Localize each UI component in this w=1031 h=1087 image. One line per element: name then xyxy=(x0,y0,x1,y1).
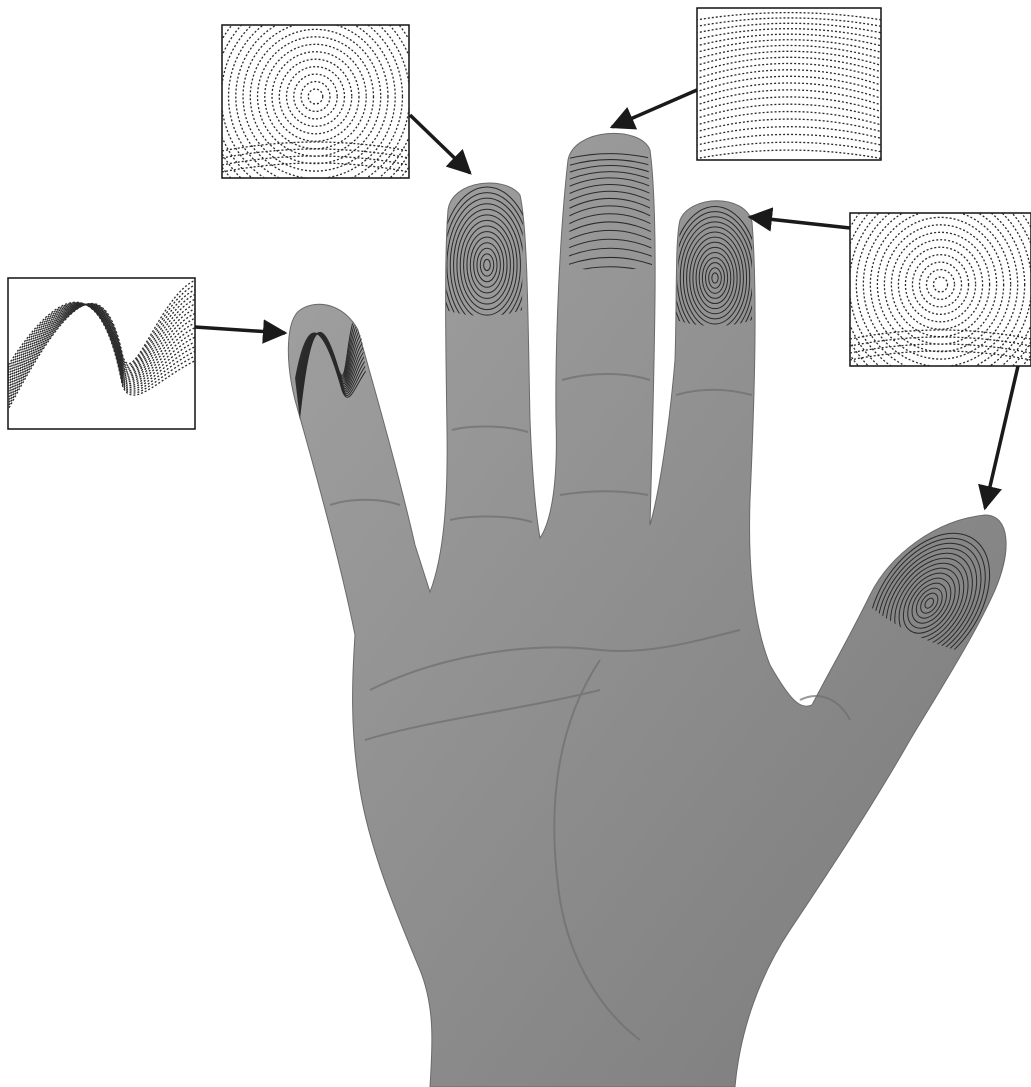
arrow-thumb xyxy=(985,366,1018,508)
fingerprint-sample-ring xyxy=(200,0,432,216)
fingerprint-sample-middle xyxy=(692,8,886,160)
arrow-little-finger xyxy=(195,327,285,333)
fingerprint-sample-little xyxy=(0,278,205,429)
fingerprint-sample-index xyxy=(828,165,1031,404)
arrow-ring-finger xyxy=(410,115,470,173)
arrow-middle-finger xyxy=(612,90,697,127)
arrow-index-finger xyxy=(750,217,850,228)
